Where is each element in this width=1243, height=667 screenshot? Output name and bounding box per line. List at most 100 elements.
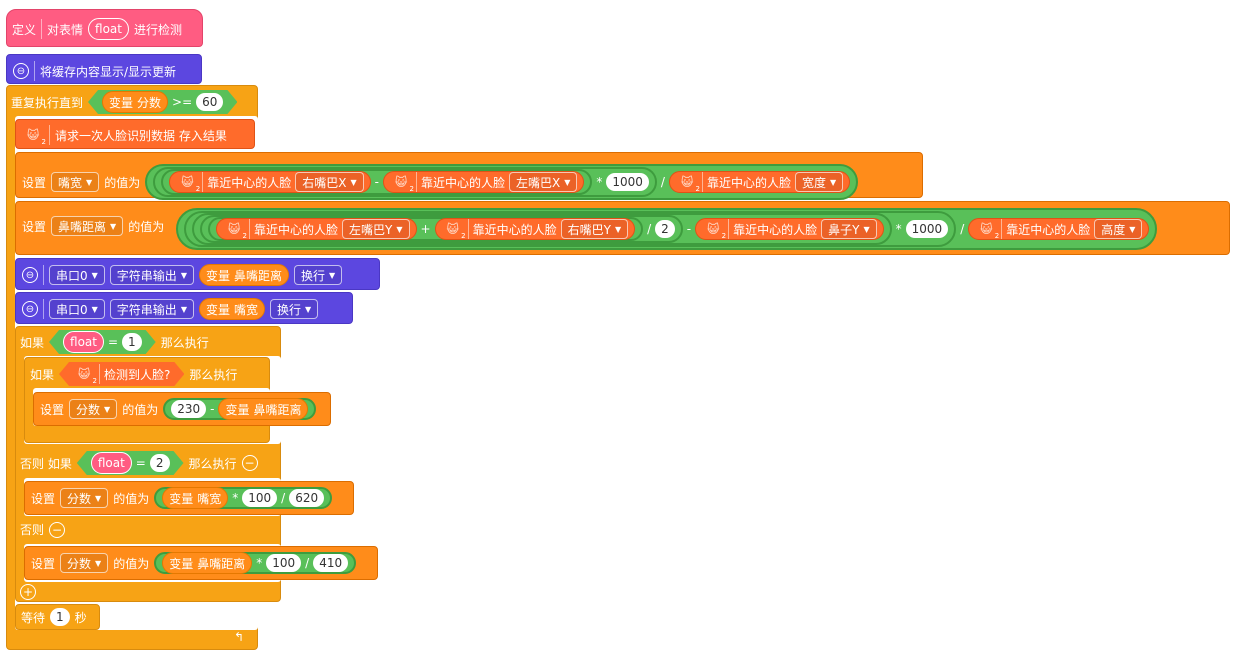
var-dropdown[interactable]: 嘴宽▼: [51, 172, 100, 192]
var-dropdown[interactable]: 分数▼: [69, 399, 118, 419]
elseif-condition[interactable]: float = 2: [77, 451, 184, 475]
newline-dropdown[interactable]: 换行▼: [294, 265, 343, 285]
var-dropdown[interactable]: 鼻嘴距离▼: [51, 216, 124, 236]
number-input[interactable]: 2: [655, 220, 675, 238]
face-reporter-b[interactable]: 😺 靠近中心的人脸 左嘴巴X▼: [382, 171, 585, 193]
sub-operator[interactable]: 230 - 变量 鼻嘴距离: [163, 398, 317, 420]
define-block[interactable]: 定义 对表情 float 进行检测: [6, 9, 203, 47]
if-condition[interactable]: float = 1: [49, 330, 156, 354]
div-op: /: [647, 222, 652, 236]
mul-operator[interactable]: 😺 靠近中心的人脸 右嘴巴X▼ - 😺 靠近中心的人脸 左嘴巴X▼ * 1000: [153, 167, 657, 197]
times-op: *: [596, 175, 603, 189]
wait-block[interactable]: 等待 1 秒: [15, 604, 100, 630]
var-reporter[interactable]: 变量 鼻嘴距离: [162, 552, 253, 574]
number-input[interactable]: 1000: [905, 220, 949, 238]
caret-down-icon: ▼: [350, 177, 357, 187]
caret-down-icon: ▼: [863, 224, 870, 234]
number-input[interactable]: 620: [289, 489, 325, 507]
serial-print-block-1[interactable]: ⊖ 串口0▼ 字符串输出▼ 变量 鼻嘴距离 换行▼: [15, 258, 380, 290]
div-operator[interactable]: 😺 靠近中心的人脸 右嘴巴X▼ - 😺 靠近中心的人脸 左嘴巴X▼ * 1000: [145, 164, 859, 200]
number-input[interactable]: 230: [171, 400, 207, 418]
var-name: 嘴宽: [233, 302, 258, 317]
set-score-block-3[interactable]: 设置 分数▼ 的值为 变量 鼻嘴距离 * 100 / 410: [24, 546, 378, 580]
face-reporter-a[interactable]: 😺 靠近中心的人脸 右嘴巴X▼: [169, 171, 371, 193]
var-label: 变量: [109, 95, 134, 110]
sub-operator[interactable]: 😺 靠近中心的人脸 左嘴巴Y▼ + 😺 靠近中心的人脸 右嘴巴Y▼: [192, 213, 892, 245]
remove-branch-icon[interactable]: −: [241, 455, 258, 471]
number-input[interactable]: 410: [313, 554, 349, 572]
face-detected-condition[interactable]: 😺 检测到人脸?: [59, 362, 184, 386]
face-label: 靠近中心的人脸: [207, 175, 292, 190]
mode-dropdown[interactable]: 字符串输出▼: [109, 299, 194, 319]
set-nose-mouth-block[interactable]: 设置 鼻嘴距离▼ 的值为 😺 靠近中心的人脸 左嘴巴Y▼ +: [15, 201, 1230, 255]
display-refresh-block[interactable]: ⊖ 将缓存内容显示/显示更新: [6, 54, 202, 84]
set-score-block-2[interactable]: 设置 分数▼ 的值为 变量 嘴宽 * 100 / 620: [24, 481, 354, 515]
number-input[interactable]: 100: [242, 489, 278, 507]
half-operator[interactable]: 😺 靠近中心的人脸 左嘴巴Y▼ + 😺 靠近中心的人脸 右嘴巴Y▼: [200, 215, 683, 243]
div-operator[interactable]: 变量 鼻嘴距离 * 100 / 410: [154, 552, 357, 574]
set-score-block-1[interactable]: 设置 分数▼ 的值为 230 - 变量 鼻嘴距离: [33, 392, 331, 426]
var-reporter[interactable]: 变量 鼻嘴距离: [198, 264, 289, 286]
div-operator[interactable]: 变量 嘴宽 * 100 / 620: [154, 487, 333, 509]
define-param[interactable]: float: [88, 18, 129, 40]
newline-dropdown[interactable]: 换行▼: [270, 299, 319, 319]
param-reporter[interactable]: float: [91, 452, 132, 474]
remove-branch-icon[interactable]: −: [49, 521, 66, 538]
compare-value[interactable]: 60: [196, 93, 223, 111]
define-suffix: 进行检测: [134, 22, 183, 37]
face-request-block[interactable]: 😺 请求一次人脸识别数据 存入结果: [15, 119, 255, 149]
cat-face-icon: 😺: [22, 126, 46, 146]
caret-down-icon: ▼: [110, 221, 117, 231]
value-of-label: 的值为: [113, 491, 150, 506]
prop-dropdown[interactable]: 宽度▼: [794, 172, 844, 192]
prop-dropdown[interactable]: 左嘴巴X▼: [508, 172, 578, 192]
var-reporter[interactable]: 变量 鼻嘴距离: [218, 398, 309, 420]
separator: [415, 172, 417, 192]
var-dropdown[interactable]: 分数▼: [60, 553, 109, 573]
face-label: 靠近中心的人脸: [472, 222, 557, 237]
var-reporter[interactable]: 变量 分数: [102, 91, 168, 113]
mul-operator[interactable]: 😺 靠近中心的人脸 左嘴巴Y▼ + 😺 靠近中心的人脸 右嘴巴Y▼: [184, 211, 957, 247]
prop-dropdown[interactable]: 右嘴巴X▼: [295, 172, 364, 192]
if-label: 如果: [20, 335, 45, 350]
face-reporter-c[interactable]: 😺 靠近中心的人脸 鼻子Y▼: [695, 218, 884, 240]
prop-dropdown[interactable]: 鼻子Y▼: [821, 219, 877, 239]
loop-arrow-icon: ↰: [234, 630, 245, 644]
face-label: 靠近中心的人脸: [254, 222, 339, 237]
port-dropdown[interactable]: 串口0▼: [49, 265, 105, 285]
face-reporter-b[interactable]: 😺 靠近中心的人脸 右嘴巴Y▼: [434, 218, 636, 240]
param-reporter[interactable]: float: [63, 331, 104, 353]
add-operator[interactable]: 😺 靠近中心的人脸 左嘴巴Y▼ + 😺 靠近中心的人脸 右嘴巴Y▼: [208, 217, 644, 241]
number-input[interactable]: 1000: [606, 173, 649, 191]
sub-operator[interactable]: 😺 靠近中心的人脸 右嘴巴X▼ - 😺 靠近中心的人脸 左嘴巴X▼: [161, 169, 593, 195]
prop-dropdown[interactable]: 左嘴巴Y▼: [342, 219, 410, 239]
inner-if-header: 如果 😺 检测到人脸? 那么执行: [30, 362, 237, 386]
face-label: 靠近中心的人脸: [706, 175, 791, 190]
caret-down-icon: ▼: [91, 304, 98, 314]
repeat-condition[interactable]: 变量 分数 >= 60: [88, 90, 237, 114]
number-input[interactable]: 100: [266, 554, 302, 572]
port-dropdown[interactable]: 串口0▼: [49, 299, 105, 319]
var-reporter[interactable]: 变量 嘴宽: [198, 298, 265, 320]
wait-seconds-input[interactable]: 1: [50, 608, 70, 626]
prop-dropdown[interactable]: 右嘴巴Y▼: [560, 219, 629, 239]
condition-label: 检测到人脸?: [104, 367, 171, 382]
compare-value[interactable]: 2: [150, 454, 170, 472]
serial-print-block-2[interactable]: ⊖ 串口0▼ 字符串输出▼ 变量 嘴宽 换行▼: [15, 292, 353, 324]
face-reporter-d[interactable]: 😺 靠近中心的人脸 高度▼: [968, 218, 1150, 240]
cat-face-icon: 😺: [176, 173, 200, 193]
face-reporter-c[interactable]: 😺 靠近中心的人脸 宽度▼: [668, 171, 851, 193]
mode-dropdown[interactable]: 字符串输出▼: [109, 265, 194, 285]
set-mouth-width-block[interactable]: 设置 嘴宽▼ 的值为 😺 靠近中心的人脸 右嘴巴X▼ - 😺 靠近中心的人脸: [15, 152, 923, 200]
var-reporter[interactable]: 变量 嘴宽: [162, 487, 229, 509]
compare-value[interactable]: 1: [122, 333, 142, 351]
separator: [249, 219, 250, 239]
div-operator[interactable]: 😺 靠近中心的人脸 左嘴巴Y▼ + 😺 靠近中心的人脸 右嘴巴Y▼: [176, 208, 1158, 250]
var-dropdown[interactable]: 分数▼: [60, 488, 109, 508]
set-label: 设置: [31, 556, 56, 571]
caret-down-icon: ▼: [104, 404, 111, 414]
then-label: 那么执行: [160, 335, 209, 350]
face-reporter-a[interactable]: 😺 靠近中心的人脸 左嘴巴Y▼: [216, 218, 417, 240]
prop-dropdown[interactable]: 高度▼: [1094, 219, 1143, 239]
add-branch-icon[interactable]: +: [20, 584, 36, 600]
